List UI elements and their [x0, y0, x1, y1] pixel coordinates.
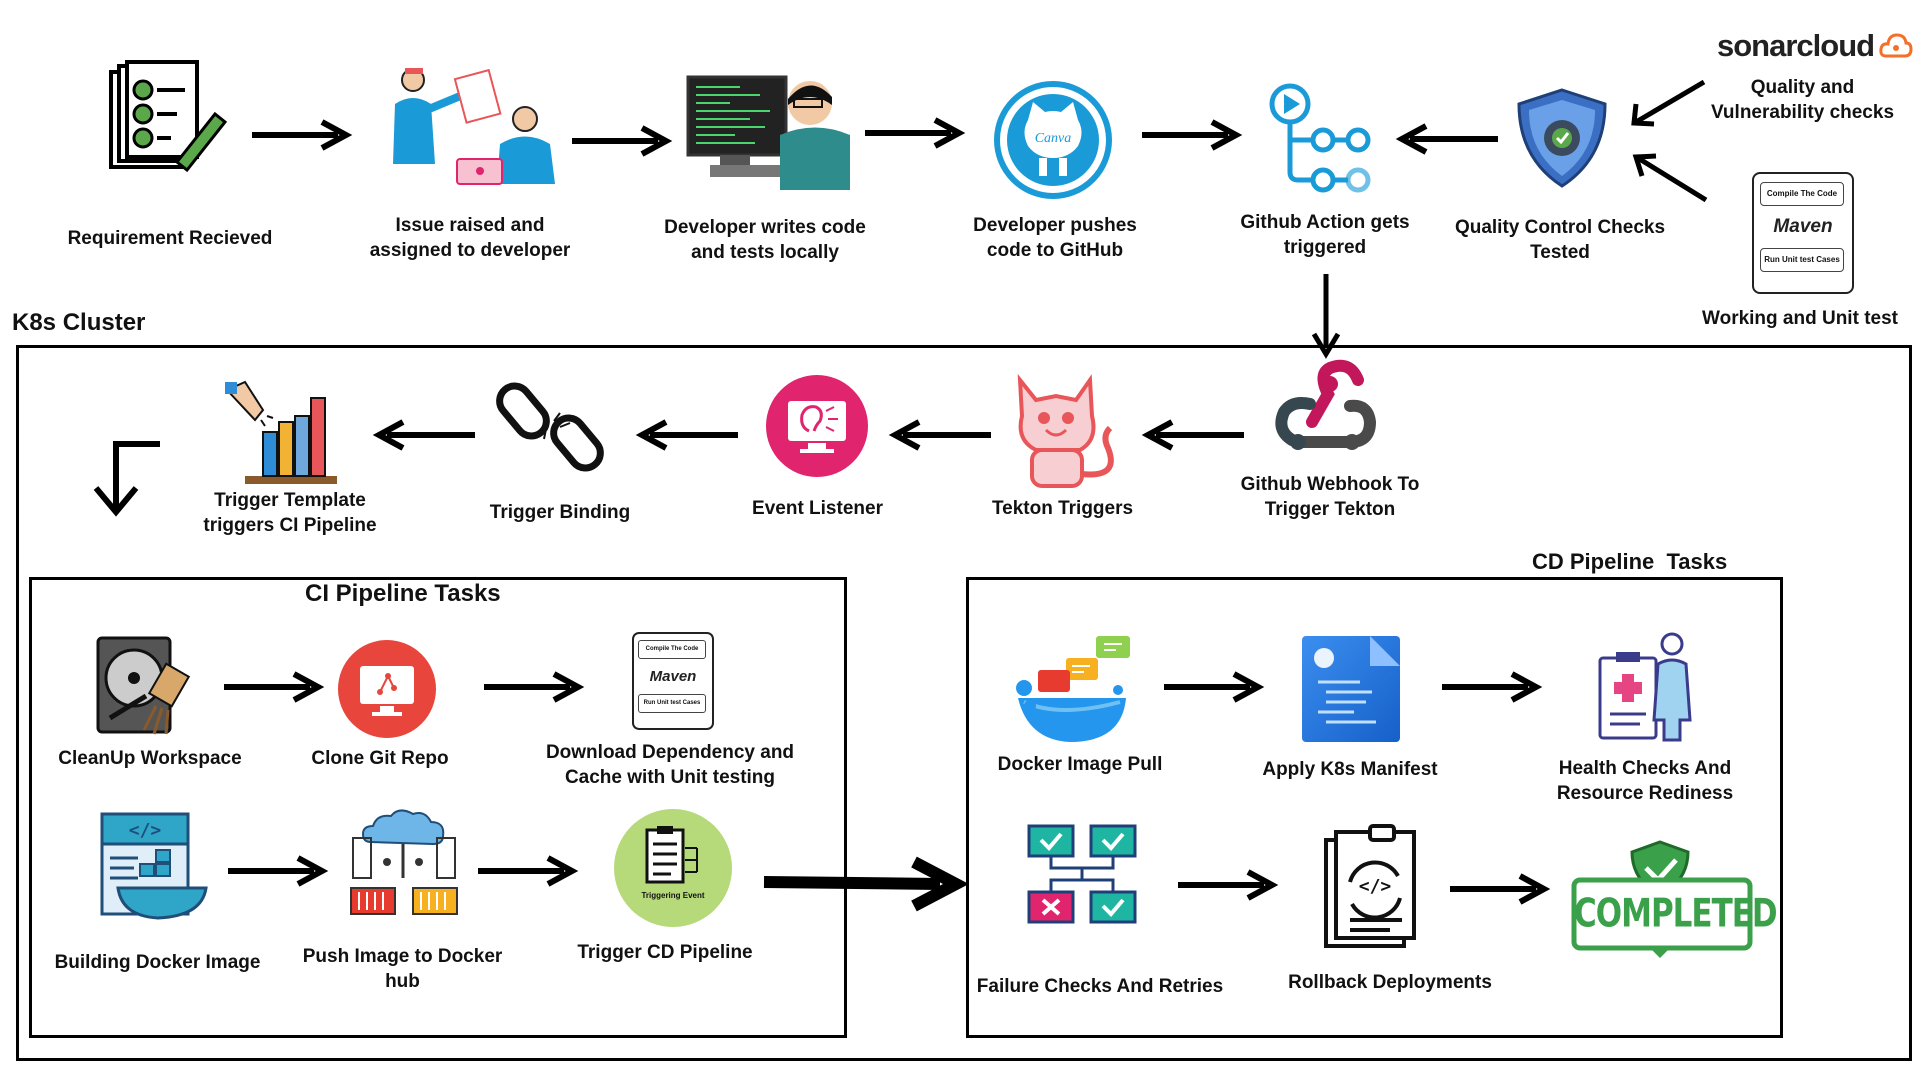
- maven-ci-compile: Compile The Code: [638, 640, 706, 659]
- trigger-cd-label: Trigger CD Pipeline: [577, 942, 753, 963]
- rollback-label: Rollback Deployments: [1288, 972, 1492, 993]
- rollback-document-icon: </>: [1320, 824, 1425, 956]
- issue-assignment-icon: [385, 64, 560, 189]
- git-repo-icon: [336, 638, 438, 740]
- clone-label: Clone Git Repo: [311, 748, 449, 769]
- sonarcloud-brand: sonarcloud: [1717, 28, 1875, 63]
- arrow-left-icon: [888, 419, 993, 455]
- sonar-label: Quality and Vulnerability checks: [1710, 77, 1895, 123]
- push-label: Push Image to Docker hub: [302, 946, 503, 992]
- quality-shield-icon: [1515, 88, 1610, 188]
- maven-compile: Compile The Code: [1760, 182, 1844, 206]
- chain-link-icon: [496, 373, 615, 483]
- hard-disk-cleanup-icon: [96, 636, 196, 736]
- github-octocat-icon: Canva: [993, 80, 1113, 200]
- arrow-left-icon: [372, 419, 477, 455]
- event-listener-label: Event Listener: [752, 498, 883, 519]
- cd-pipeline-box: [966, 577, 1783, 1038]
- dev-code-label: Developer writes code and tests locally: [664, 217, 866, 263]
- trigger-event-icon: Triggering Event: [613, 808, 733, 928]
- k8s-cluster-box: [16, 345, 1912, 1061]
- maven-brand: Maven: [1773, 216, 1833, 237]
- developer-coding-icon: [680, 75, 850, 190]
- arrow-right-icon: [250, 119, 353, 155]
- svg-text:</>: </>: [129, 820, 162, 841]
- arrow-right-icon: [476, 855, 579, 891]
- ci-title: CI Pipeline Tasks: [305, 580, 501, 607]
- health-check-doctor-icon: [1596, 630, 1696, 745]
- arrow-down-icon: [1311, 272, 1341, 362]
- failure-label: Failure Checks And Retries: [976, 976, 1224, 997]
- ci-pipeline-box: [29, 577, 847, 1038]
- arrow-right-icon: [1176, 869, 1279, 905]
- build-label: Building Docker Image: [54, 952, 261, 973]
- gh-action-label: Github Action gets triggered: [1240, 212, 1410, 258]
- sonarcloud-logo: sonarcloud: [1717, 28, 1917, 68]
- docker-pull-label: Docker Image Pull: [997, 754, 1163, 775]
- arrow-right-icon: [1448, 873, 1551, 909]
- apply-manifest-label: Apply K8s Manifest: [1262, 759, 1438, 780]
- failure-checks-icon: [1025, 822, 1140, 932]
- cleanup-label: CleanUp Workspace: [58, 748, 242, 769]
- arrow-left-icon: [635, 419, 740, 455]
- svg-text:</>: </>: [1359, 876, 1392, 897]
- download-label: Download Dependency and Cache with Unit …: [545, 742, 795, 788]
- maven-card-ci: Compile The Code Maven Run Unit test Cas…: [632, 632, 714, 730]
- arrow-ci-to-cd-icon: [760, 856, 969, 913]
- sonar-cloud-icon: [1879, 33, 1913, 58]
- tekton-triggers-label: Tekton Triggers: [991, 498, 1134, 519]
- cd-title: CD Pipeline Tasks: [1532, 549, 1728, 574]
- health-label: Health Checks And Resource Rediness: [1556, 758, 1734, 804]
- arrow-diagonal-icon: [1630, 152, 1710, 212]
- qc-label: Quality Control Checks Tested: [1454, 217, 1666, 263]
- maven-card: Compile The Code Maven Run Unit test Cas…: [1752, 172, 1854, 294]
- arrow-right-icon: [222, 671, 325, 707]
- dev-push-label: Developer pushes code to GitHub: [973, 215, 1137, 261]
- webhook-label: Github Webhook To Trigger Tekton: [1240, 474, 1420, 520]
- arrow-right-icon: [570, 125, 673, 161]
- maven-unit: Run Unit test Cases: [1760, 248, 1844, 272]
- maven-label: Working and Unit test: [1702, 308, 1898, 329]
- trigger-event-text: Triggering Event: [641, 891, 704, 900]
- completed-text: COMPLETED: [1574, 891, 1778, 937]
- trigger-template-books-icon: [225, 380, 340, 485]
- tekton-cat-icon: [1008, 370, 1123, 490]
- k8s-title: K8s Cluster: [12, 309, 146, 336]
- trigger-template-label: Trigger Template triggers CI Pipeline: [203, 490, 377, 536]
- arrow-right-icon: [1162, 671, 1265, 707]
- arrow-left-icon: [1141, 419, 1246, 455]
- event-listener-ear-icon: [764, 373, 870, 479]
- arrow-left-icon: [1395, 123, 1500, 159]
- requirement-checklist-icon: [105, 60, 230, 182]
- trigger-binding-label: Trigger Binding: [489, 502, 631, 523]
- github-action-workflow-icon: [1268, 82, 1378, 193]
- issue-label: Issue raised and assigned to developer: [369, 215, 571, 261]
- docker-hub-push-icon: [347, 808, 462, 923]
- arrow-right-icon: [226, 855, 329, 891]
- requirement-label: Requirement Recieved: [67, 228, 273, 249]
- arrow-right-icon: [863, 117, 966, 153]
- maven-ci-brand: Maven: [649, 668, 697, 685]
- docker-whale-icon: [1010, 632, 1135, 747]
- canva-text: Canva: [1035, 131, 1072, 146]
- k8s-manifest-icon: [1300, 634, 1402, 744]
- docker-build-icon: </>: [98, 812, 213, 922]
- arrow-diagonal-icon: [1628, 78, 1708, 133]
- arrow-right-icon: [1140, 119, 1243, 155]
- arrow-down-bend-icon: [86, 438, 166, 523]
- arrow-right-icon: [1440, 671, 1543, 707]
- arrow-right-icon: [482, 671, 585, 707]
- maven-ci-unit: Run Unit test Cases: [638, 694, 706, 713]
- completed-badge: COMPLETED: [1570, 840, 1778, 960]
- webhook-icon: [1270, 359, 1380, 460]
